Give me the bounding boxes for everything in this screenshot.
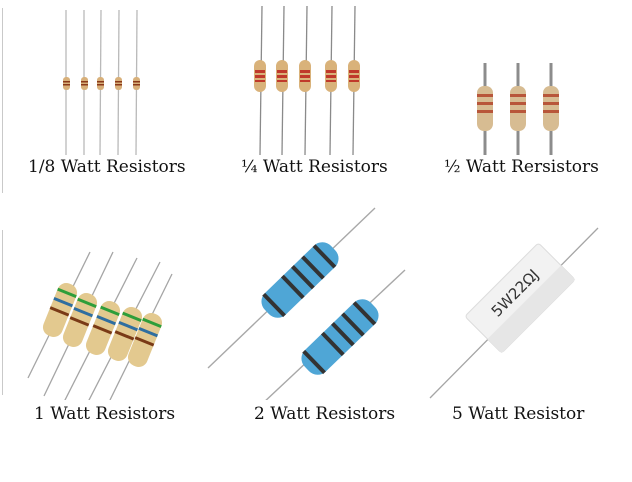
one-watt-caption: 1 Watt Resistors [34,404,176,424]
eighth-watt-resistors-image [63,9,140,156]
one-watt-resistors-image [27,251,173,400]
panel-five-watt: 5W22ΩJ 5 Watt Resistor [420,200,632,440]
eighth-watt-caption: 1/8 Watt Resistors [28,157,186,177]
panel-one-watt: 1 Watt Resistors [0,200,210,440]
panel-half-watt: ½ Watt Rersistors [420,0,632,190]
two-watt-caption: 2 Watt Resistors [254,404,396,424]
panel-two-watt: 2 Watt Resistors [200,200,420,440]
panel-quarter-watt: ¼ Watt Resistors [210,0,420,190]
quarter-watt-resistors-image [254,5,360,156]
left-border-line [2,8,3,193]
left-border-line-lower [2,230,3,395]
five-watt-resistor-image: 5W22ΩJ [429,227,599,399]
half-watt-caption: ½ Watt Rersistors [444,157,599,177]
two-watt-resistors-image [207,207,406,400]
half-watt-resistors-image [477,63,559,155]
five-watt-caption: 5 Watt Resistor [452,404,585,424]
panel-eighth-watt: 1/8 Watt Resistors [0,0,210,190]
quarter-watt-caption: ¼ Watt Resistors [241,157,388,177]
